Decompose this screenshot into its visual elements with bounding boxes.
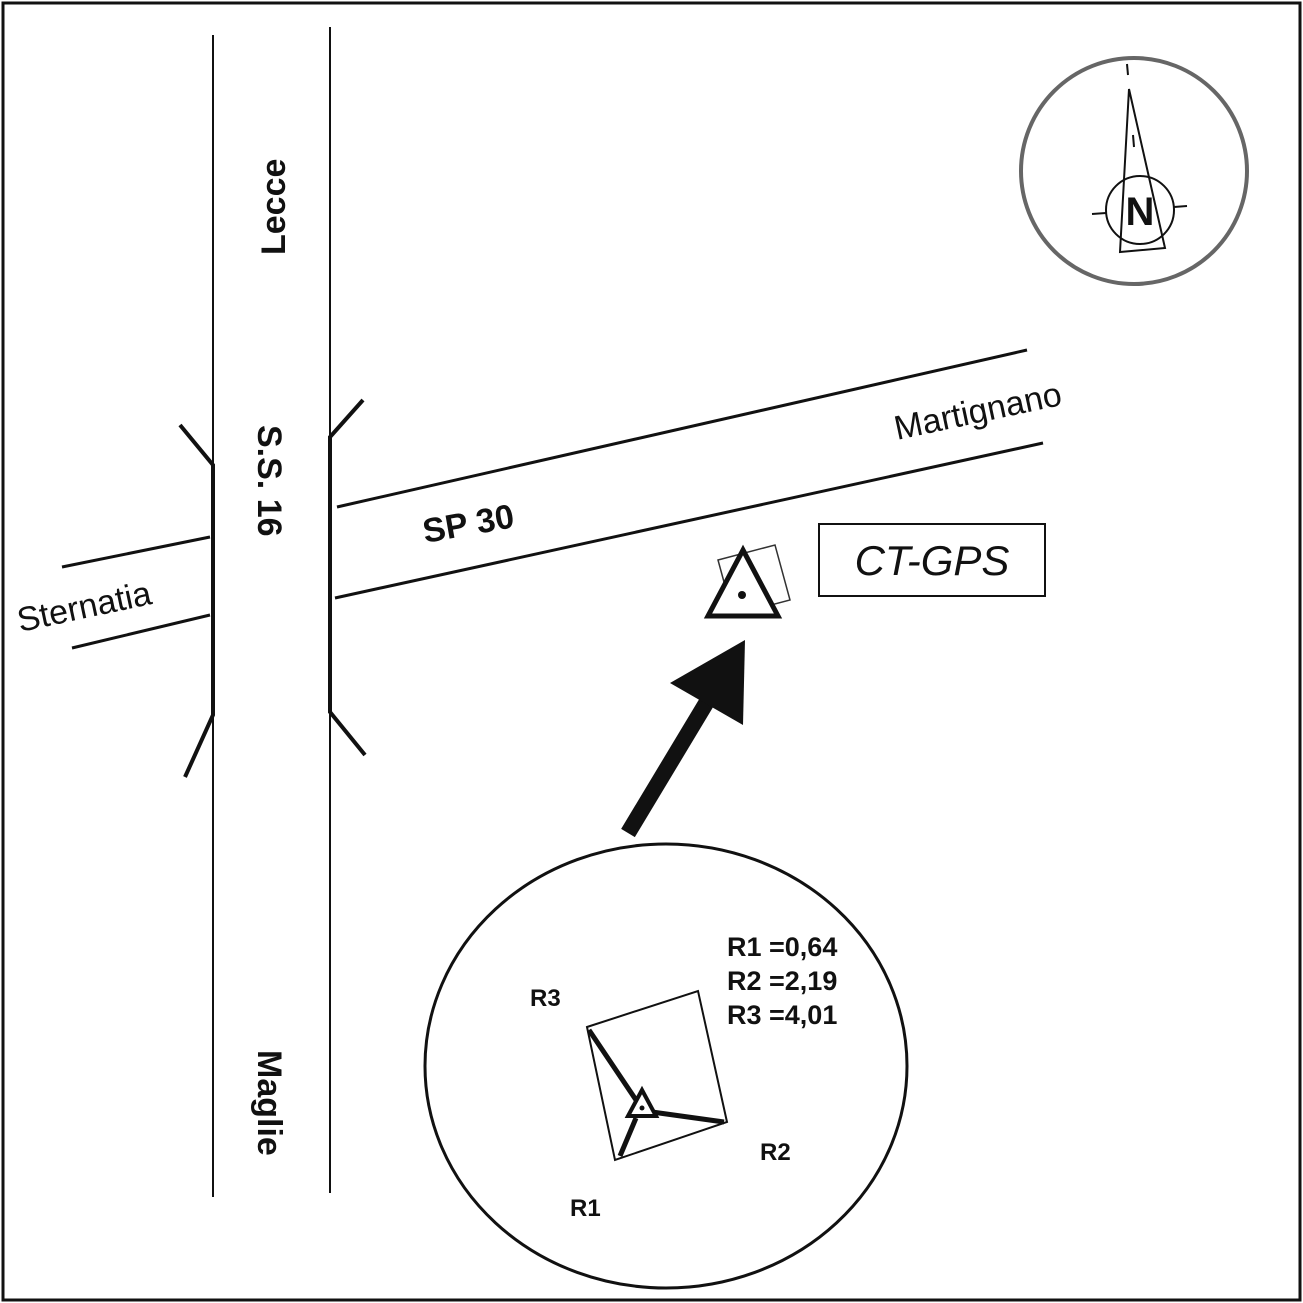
road-sternatia bbox=[61, 535, 211, 650]
station-label-box bbox=[818, 523, 1046, 597]
label-r3: R3 bbox=[530, 985, 561, 1012]
label-r1: R1 bbox=[570, 1195, 601, 1222]
distance-r1: R1 =0,64 bbox=[727, 932, 837, 962]
label-ss16: S.S. 16 bbox=[250, 425, 288, 537]
arrow-icon bbox=[621, 640, 745, 838]
distance-r3: R3 =4,01 bbox=[727, 1000, 837, 1030]
label-maglie: Maglie bbox=[250, 1050, 288, 1156]
road-sp30 bbox=[334, 348, 1044, 600]
distance-r2: R2 =2,19 bbox=[727, 966, 837, 996]
compass-north-label: N bbox=[1126, 190, 1155, 234]
gps-station-icon bbox=[703, 544, 791, 619]
label-r2: R2 bbox=[760, 1139, 791, 1166]
compass-rose-icon: N bbox=[1019, 56, 1249, 286]
inset-detail: R3 R2 R1 R1 =0,64 R2 =2,19 R3 =4,01 bbox=[423, 842, 909, 1290]
bridge bbox=[178, 398, 367, 778]
station-label: CT-GPS bbox=[855, 537, 1010, 584]
label-lecce: Lecce bbox=[255, 159, 293, 255]
